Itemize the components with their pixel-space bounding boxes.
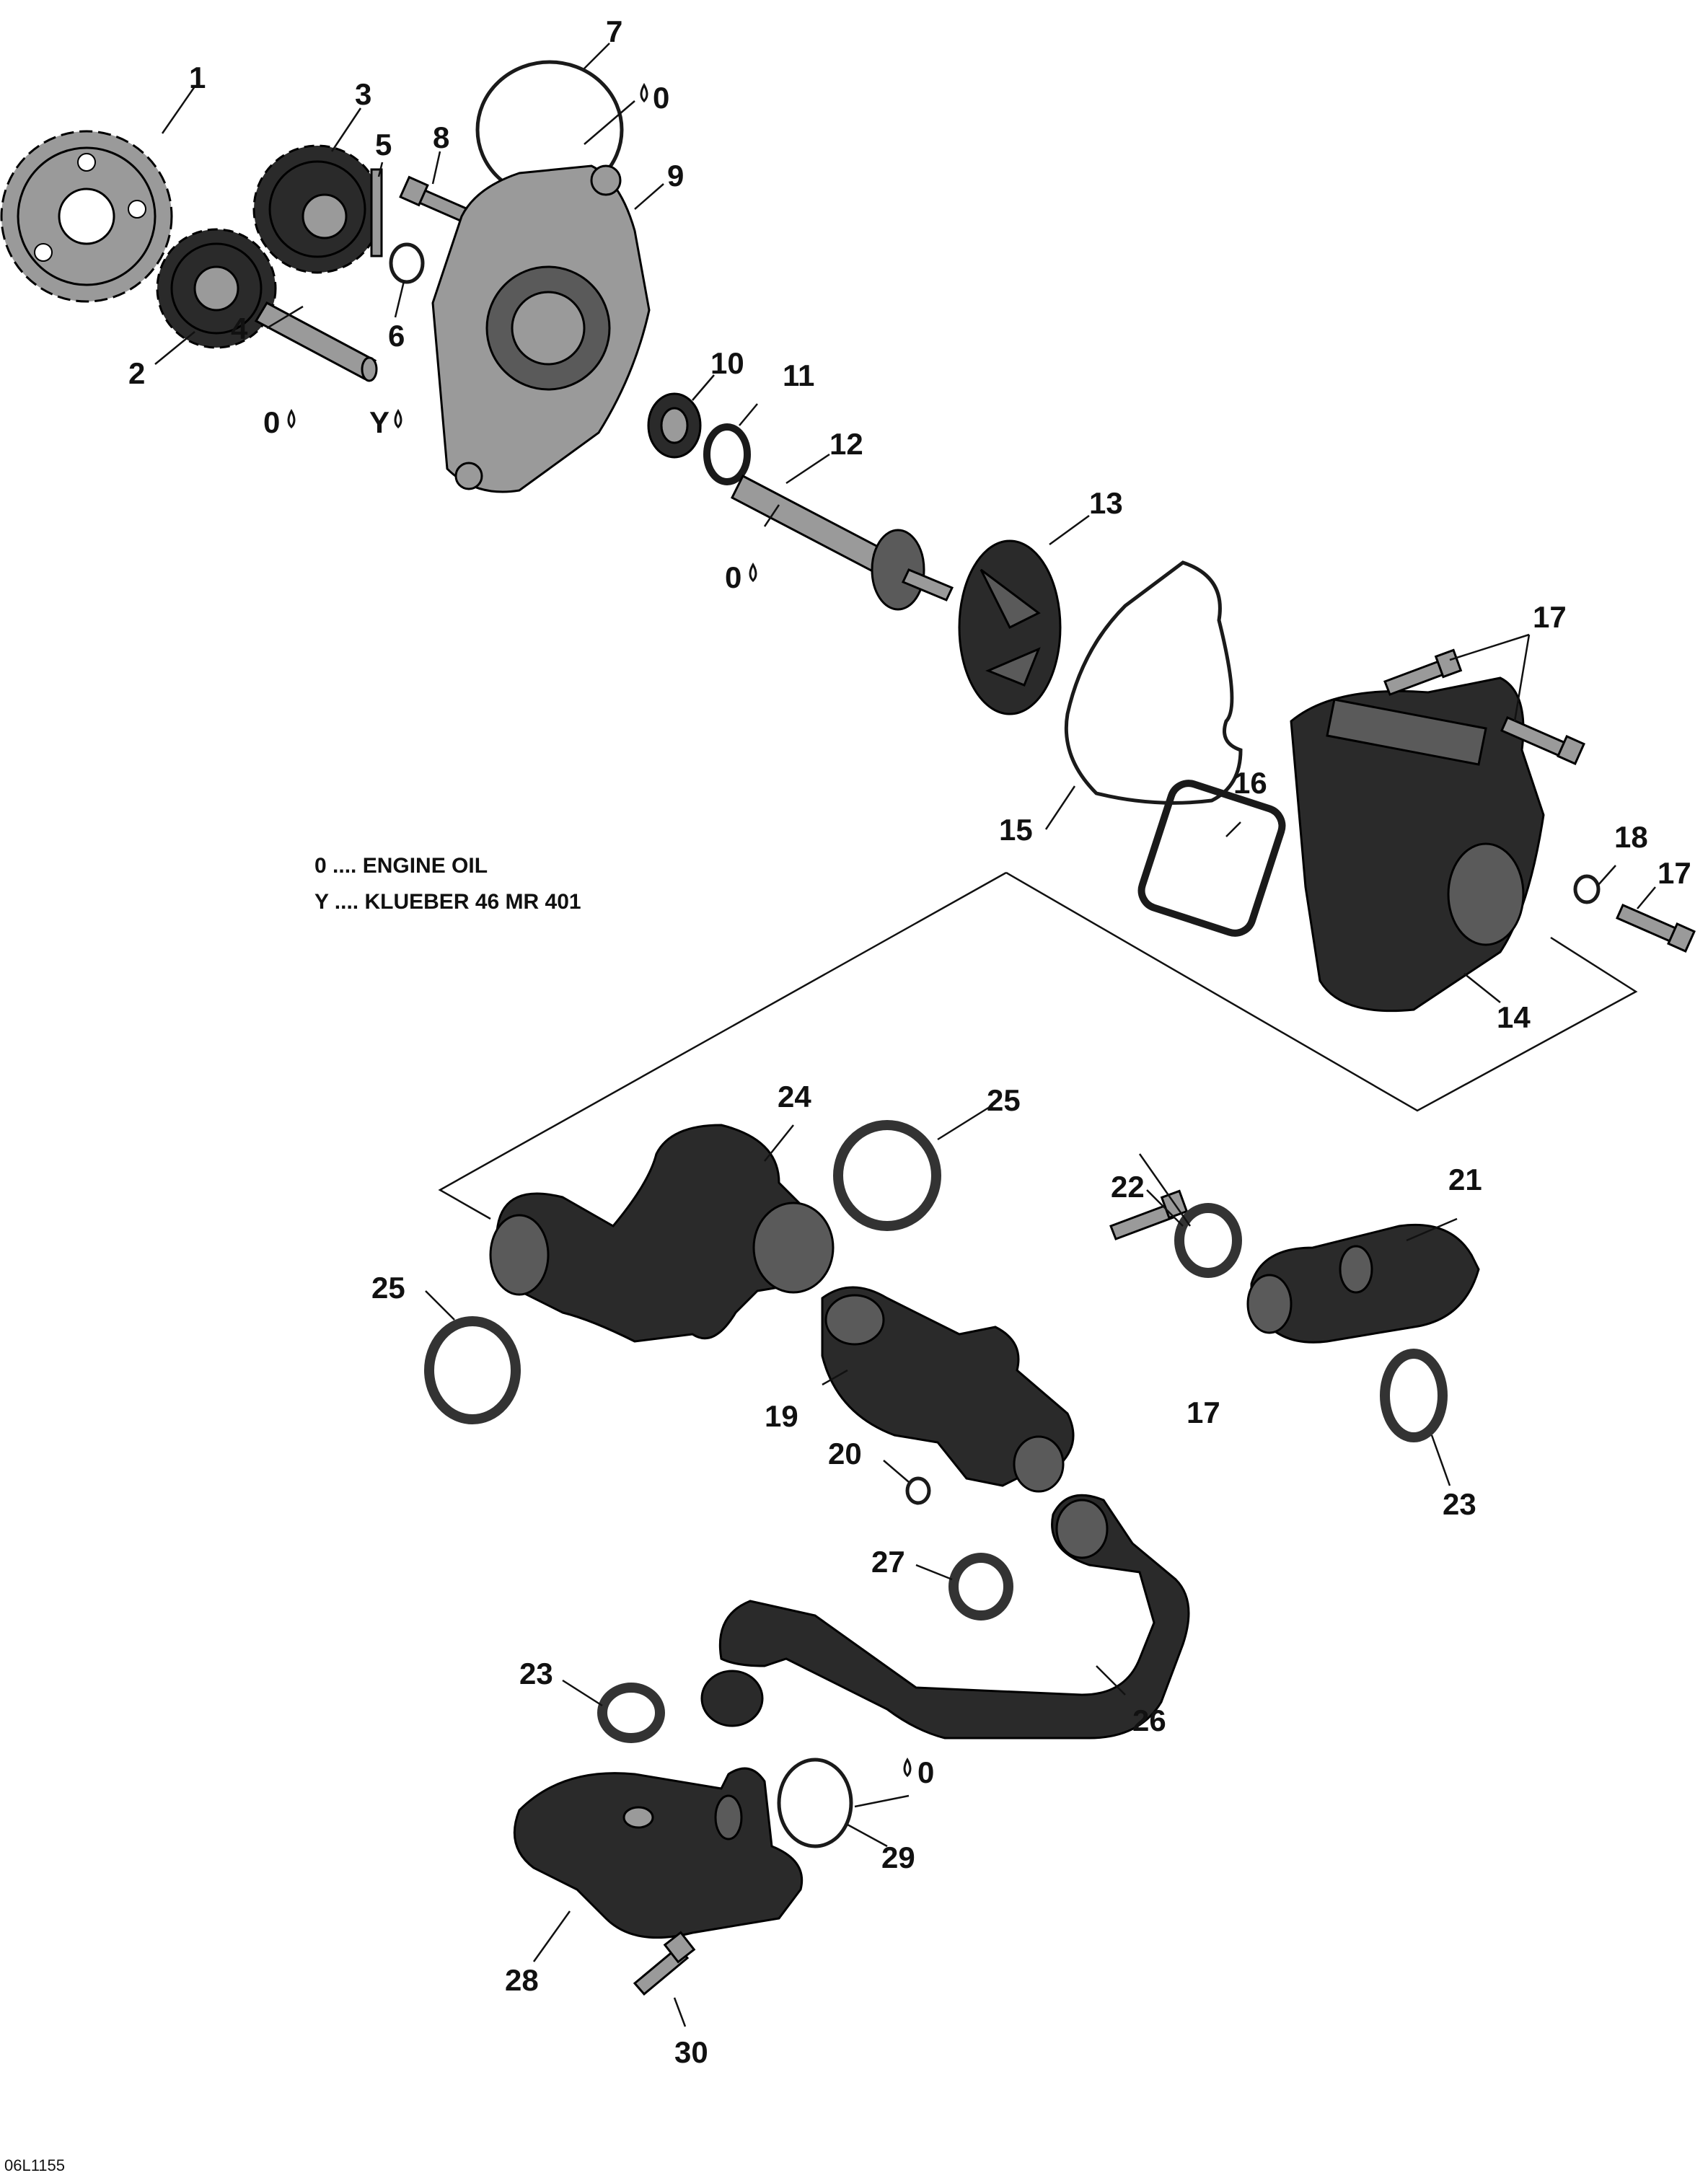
callout-14: 14 — [1497, 1000, 1531, 1034]
thermostat-housing — [821, 1286, 1075, 1493]
callout-15: 15 — [999, 813, 1033, 847]
callout-20: 20 — [828, 1437, 862, 1471]
hose-clamp-small-22 — [1174, 1203, 1242, 1278]
svg-text:0: 0 — [653, 81, 669, 115]
callout-29: 29 — [881, 1840, 915, 1874]
gasket-large — [1064, 560, 1243, 805]
impeller-shaft — [731, 474, 954, 611]
hose-clamp-right-23 — [1380, 1349, 1448, 1442]
callout-3: 3 — [355, 77, 371, 111]
svg-text:0: 0 — [263, 405, 280, 439]
gear-pump — [252, 144, 382, 274]
callout-16: 16 — [1233, 766, 1267, 800]
pump-housing — [431, 164, 651, 493]
callout-24: 24 — [778, 1080, 811, 1114]
callout-17a: 17 — [1533, 600, 1567, 634]
washer-cover — [1573, 874, 1601, 904]
callout-23b: 23 — [519, 1657, 553, 1690]
assembly-bracket-line — [438, 871, 1638, 1220]
svg-text:Y: Y — [369, 405, 389, 439]
svg-text:0: 0 — [917, 1755, 934, 1789]
lube-mark-12: 0 — [725, 560, 757, 594]
callout-26: 26 — [1132, 1703, 1166, 1737]
svg-text:0: 0 — [725, 560, 741, 594]
bolt-top — [399, 175, 478, 226]
callout-17b: 17 — [1658, 856, 1691, 890]
shaft — [254, 301, 378, 382]
callout-12: 12 — [829, 427, 863, 461]
callout-labels: 1 2 3 4 5 6 7 8 9 10 11 12 13 14 15 16 1… — [128, 14, 1691, 2069]
pump-cover — [1290, 676, 1545, 1013]
bolt-cover-2 — [1500, 716, 1585, 765]
callout-7: 7 — [606, 14, 622, 48]
sprocket-large — [0, 130, 173, 303]
callout-23a: 23 — [1443, 1487, 1476, 1521]
gear-small — [156, 228, 277, 349]
callout-6: 6 — [388, 319, 405, 353]
callout-18: 18 — [1614, 820, 1648, 854]
callout-2: 2 — [128, 356, 145, 390]
impeller — [958, 539, 1062, 715]
hose-clamp-lower-23 — [597, 1683, 665, 1743]
lube-mark-7: 0 — [640, 81, 669, 115]
lube-mark-4: 0 — [263, 405, 296, 439]
callout-30: 30 — [674, 2035, 708, 2069]
washer — [389, 242, 425, 284]
callout-28: 28 — [505, 1963, 539, 1997]
seal — [647, 392, 702, 459]
lube-mark-9: Y — [369, 405, 402, 439]
callout-19: 19 — [765, 1399, 798, 1433]
callout-8: 8 — [433, 120, 449, 154]
callout-25a: 25 — [987, 1083, 1021, 1117]
hose-clamp-27 — [948, 1553, 1013, 1621]
callout-25b: 25 — [371, 1271, 405, 1305]
callout-17c: 17 — [1187, 1396, 1220, 1429]
diagram-reference-code: 06L1155 — [4, 2156, 65, 2174]
leader-lines — [154, 43, 1656, 2027]
pin — [370, 168, 383, 257]
hose-lower — [700, 1494, 1190, 1740]
callout-10: 10 — [710, 346, 744, 380]
lubricant-marks: 0 0 Y 0 0 — [263, 81, 934, 1789]
hose-clamp-lower — [424, 1316, 521, 1424]
hose-upper — [489, 1124, 835, 1343]
bolt-cover-3 — [1616, 904, 1696, 953]
callout-22: 22 — [1111, 1170, 1145, 1204]
o-ring-outlet — [777, 1758, 853, 1848]
bolt-outlet — [633, 1931, 696, 1996]
callout-13: 13 — [1089, 486, 1123, 520]
lube-mark-29: 0 — [903, 1755, 934, 1789]
washer-thermostat — [905, 1476, 931, 1505]
callout-1: 1 — [189, 61, 206, 94]
callout-5: 5 — [375, 128, 392, 162]
legend-engine-oil: 0 .... ENGINE OIL — [314, 854, 488, 878]
hose-clamp-upper — [833, 1120, 941, 1231]
outlet-pipe — [1246, 1223, 1480, 1344]
bolt-cover-1 — [1383, 648, 1463, 696]
legend-klueber: Y .... KLUEBER 46 MR 401 — [314, 890, 581, 914]
outlet-housing — [513, 1767, 804, 1939]
lubricant-legend: 0 .... ENGINE OIL Y .... KLUEBER 46 MR 4… — [314, 854, 581, 914]
callout-27: 27 — [871, 1545, 905, 1579]
callout-9: 9 — [667, 159, 684, 193]
callout-11: 11 — [783, 358, 814, 392]
callout-21: 21 — [1448, 1163, 1482, 1196]
seal-ring — [703, 423, 751, 485]
callout-4: 4 — [231, 312, 248, 345]
gasket-small — [1137, 780, 1286, 937]
